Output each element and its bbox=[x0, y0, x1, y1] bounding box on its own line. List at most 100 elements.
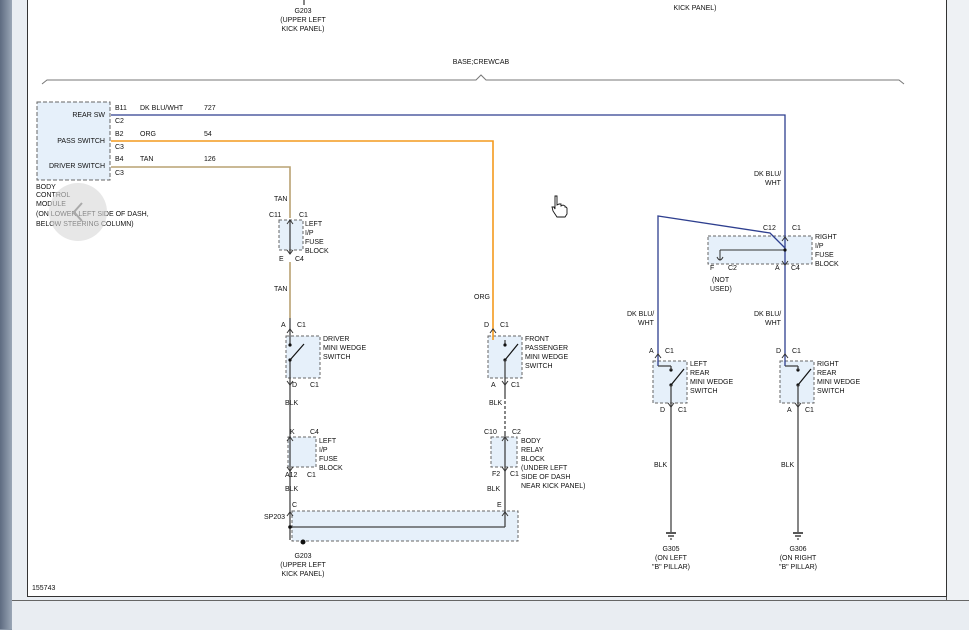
rfb-name-4: BLOCK bbox=[815, 261, 839, 268]
wire-label-tan-2: TAN bbox=[274, 286, 287, 293]
top-ground-loc-1: (UPPER LEFT bbox=[280, 17, 326, 24]
top-right-loc: KICK PANEL) bbox=[673, 5, 716, 12]
lfb2-name-1: LEFT bbox=[319, 438, 337, 445]
rr-name-4: SWITCH bbox=[817, 388, 845, 395]
wire-color-727: DK BLU/WHT bbox=[140, 105, 184, 112]
left-ip-fuse-block-lower: K C4 A12 C1 LEFT I/P FUSE BLOCK bbox=[285, 429, 343, 480]
ground-icon bbox=[666, 532, 676, 540]
lfb-name-2: I/P bbox=[305, 230, 314, 237]
bcm-pin-c3b: C3 bbox=[115, 170, 124, 177]
driver-mini-wedge-switch: A C1 D C1 DRIVER MINI WEDGE SWITCH bbox=[281, 318, 366, 396]
lfb2-conn-c4: C4 bbox=[310, 429, 319, 436]
pass-name-3: MINI WEDGE bbox=[525, 354, 568, 361]
ground-g203: G203 (UPPER LEFT KICK PANEL) bbox=[280, 539, 326, 578]
relay-pin-f2: F2 bbox=[492, 471, 500, 478]
chevron-left-icon bbox=[72, 202, 83, 222]
top-ground-loc-2: KICK PANEL) bbox=[281, 26, 324, 33]
wire-label-blu-right-2: WHT bbox=[765, 320, 782, 327]
rfb-pin-f: F bbox=[710, 265, 714, 272]
wire-tan-126 bbox=[111, 166, 291, 218]
circuit-54: 54 bbox=[204, 131, 212, 138]
g306-loc-1: (ON RIGHT bbox=[780, 555, 817, 562]
drv-conn-c1: C1 bbox=[297, 322, 306, 329]
wire-label-org: ORG bbox=[474, 294, 490, 301]
figure-number: 155743 bbox=[32, 585, 55, 592]
rfb-name-1: RIGHT bbox=[815, 234, 838, 241]
right-window-strip bbox=[947, 0, 969, 600]
lfb2-name-2: I/P bbox=[319, 447, 328, 454]
g305-id: G305 bbox=[662, 546, 679, 553]
drv-conn-c1-bot: C1 bbox=[310, 382, 319, 389]
lfb2-pin-a12: A12 bbox=[285, 472, 298, 479]
wire-color-54: ORG bbox=[140, 131, 156, 138]
lfb2-name-3: FUSE bbox=[319, 456, 338, 463]
lfb2-name-4: BLOCK bbox=[319, 465, 343, 472]
top-ground-id: G203 bbox=[294, 8, 311, 15]
rfb-name-3: FUSE bbox=[815, 252, 834, 259]
lfb-name-1: LEFT bbox=[305, 221, 323, 228]
drv-name-2: MINI WEDGE bbox=[323, 345, 366, 352]
ground-icon bbox=[793, 532, 803, 540]
body-relay-block: C10 C2 F2 C1 BODY RELAY BLOCK (UNDER LEF… bbox=[484, 429, 585, 490]
bcm-label-rear-sw: REAR SW bbox=[72, 112, 105, 119]
circuit-727: 727 bbox=[204, 105, 216, 112]
bcm-name-2: CONTROL bbox=[36, 192, 70, 199]
splice-pin-e: E bbox=[497, 502, 502, 509]
pass-name-2: PASSENGER bbox=[525, 345, 568, 352]
lfb-name-4: BLOCK bbox=[305, 248, 329, 255]
circuit-126: 126 bbox=[204, 156, 216, 163]
pass-name-4: SWITCH bbox=[525, 363, 553, 370]
bcm-name-1: BODY bbox=[36, 184, 56, 191]
back-nav-button[interactable] bbox=[49, 183, 107, 241]
drv-name-3: SWITCH bbox=[323, 354, 351, 361]
relay-name-5: SIDE OF DASH bbox=[521, 474, 570, 481]
g306-id: G306 bbox=[789, 546, 806, 553]
lr-name-1: LEFT bbox=[690, 361, 708, 368]
ground-g306: G306 (ON RIGHT "B" PILLAR) bbox=[779, 532, 817, 571]
pass-name-1: FRONT bbox=[525, 336, 550, 343]
right-ip-fuse-block: C12 C1 F C2 A C4 (NOT USED) RIGHT I/P FU… bbox=[657, 215, 839, 345]
rfb-pin-c12: C12 bbox=[763, 225, 776, 232]
bcm-pin-b11: B11 bbox=[115, 105, 127, 112]
right-rear-mini-wedge-switch: D C1 A C1 RIGHT REAR MINI WEDGE SWITCH bbox=[776, 345, 860, 532]
wire-label-blu-right-1: DK BLU/ bbox=[754, 311, 781, 318]
bcm-pin-c2: C2 bbox=[115, 118, 124, 125]
bottom-band bbox=[12, 600, 969, 630]
ground-g305: G305 (ON LEFT "B" PILLAR) bbox=[652, 532, 690, 571]
rr-name-2: REAR bbox=[817, 370, 836, 377]
lr-pin-a: A bbox=[649, 348, 654, 355]
rr-pin-a: A bbox=[787, 407, 792, 414]
rfb-conn-c1: C1 bbox=[792, 225, 801, 232]
g203-loc-2: KICK PANEL) bbox=[281, 571, 324, 578]
drv-pin-a: A bbox=[281, 322, 286, 329]
wire-label-blk-1: BLK bbox=[285, 400, 299, 407]
relay-name-1: BODY bbox=[521, 438, 541, 445]
wire-label-blu-top-2: WHT bbox=[765, 180, 782, 187]
g203-loc-1: (UPPER LEFT bbox=[280, 562, 326, 569]
wire-color-126: TAN bbox=[140, 156, 153, 163]
relay-name-2: RELAY bbox=[521, 447, 544, 454]
lfb-conn-c4: C4 bbox=[295, 256, 304, 263]
rr-pin-d: D bbox=[776, 348, 781, 355]
rr-name-1: RIGHT bbox=[817, 361, 840, 368]
wire-label-blk-5: BLK bbox=[654, 462, 668, 469]
pass-pin-d: D bbox=[484, 322, 489, 329]
g305-loc-1: (ON LEFT bbox=[655, 555, 688, 562]
wire-label-blu-left-2: WHT bbox=[638, 320, 655, 327]
rfb-pin-a: A bbox=[775, 265, 780, 272]
wire-label-tan-1: TAN bbox=[274, 196, 287, 203]
wire-dk-blu-wht-727 bbox=[111, 114, 786, 233]
wire-label-blk-3: BLK bbox=[285, 486, 299, 493]
g305-loc-2: "B" PILLAR) bbox=[652, 564, 690, 571]
lfb-pin-e: E bbox=[279, 256, 284, 263]
lfb-conn-c1: C1 bbox=[299, 212, 308, 219]
rfb-conn-c4: C4 bbox=[791, 265, 800, 272]
bcm-pin-c3a: C3 bbox=[115, 144, 124, 151]
relay-conn-c2: C2 bbox=[512, 429, 521, 436]
bcm-label-driver-switch: DRIVER SWITCH bbox=[49, 163, 105, 170]
lfb-name-3: FUSE bbox=[305, 239, 324, 246]
lr-pin-d: D bbox=[660, 407, 665, 414]
wire-label-blu-left-1: DK BLU/ bbox=[627, 311, 654, 318]
top-ground-remnant: G203 (UPPER LEFT KICK PANEL) KICK PANEL) bbox=[280, 0, 717, 33]
